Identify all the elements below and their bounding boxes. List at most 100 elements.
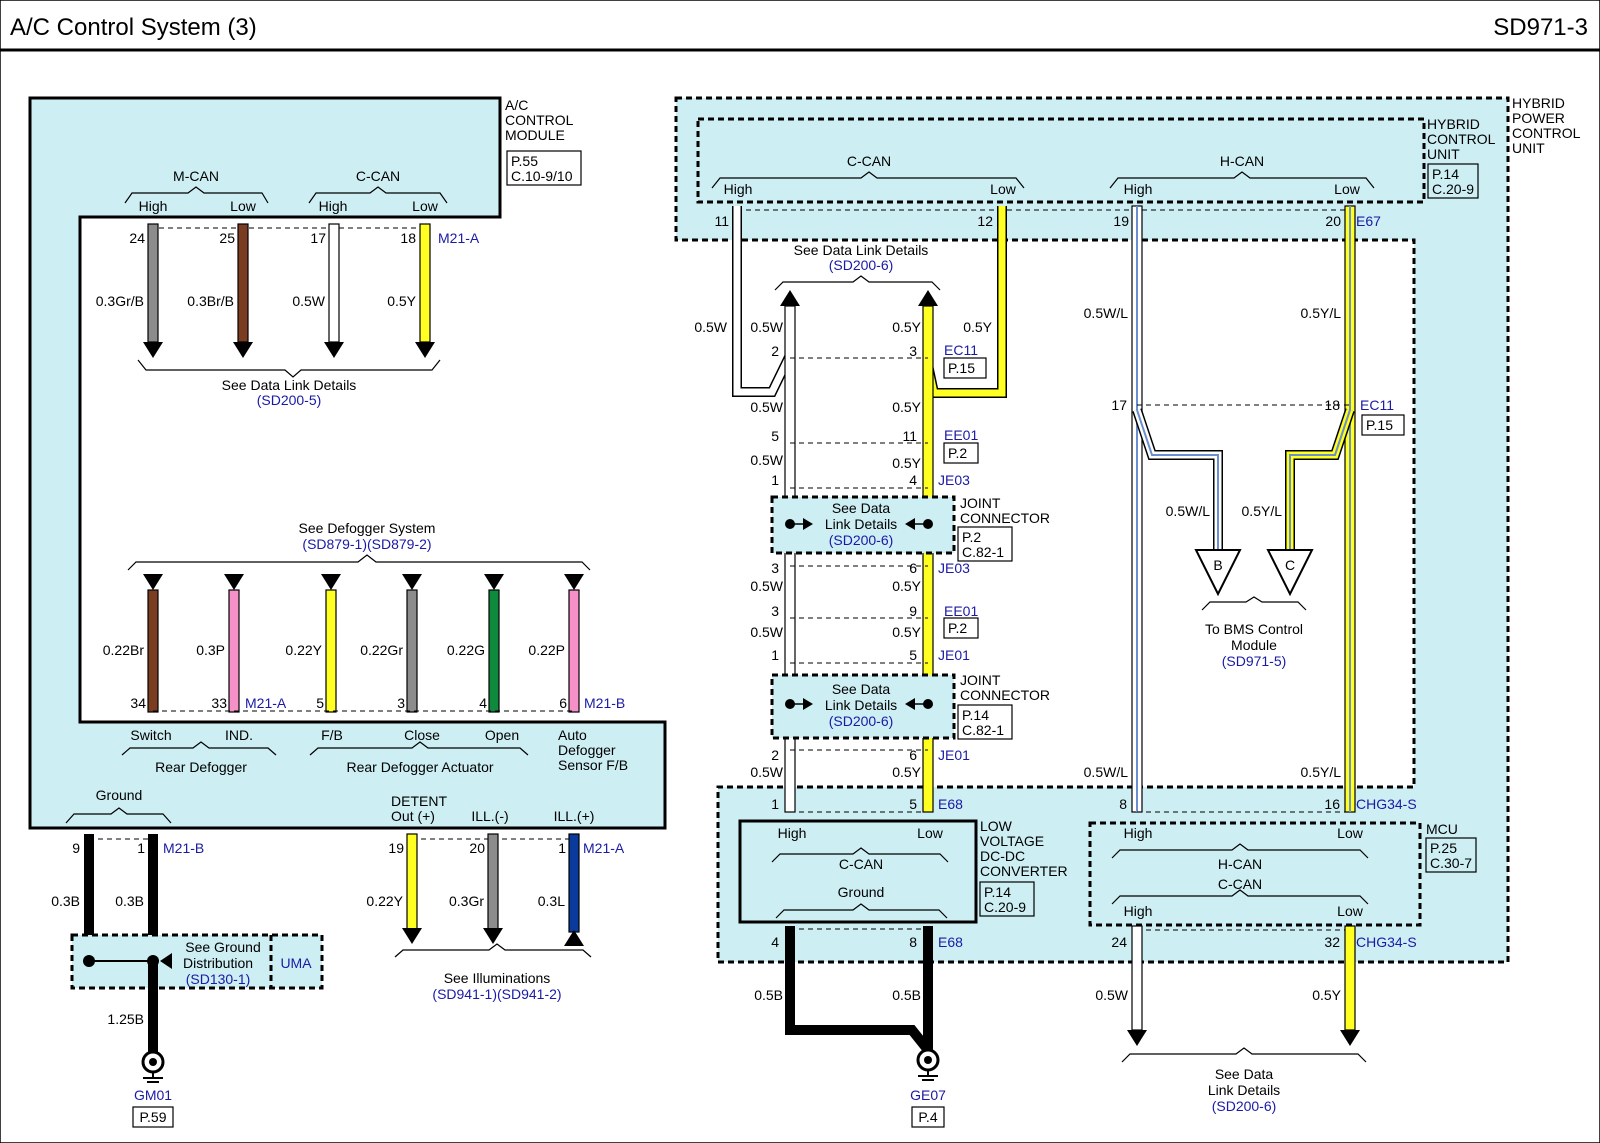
- pin-24-chg: 24: [1111, 934, 1127, 950]
- wire-label-05y-mcu: 0.5Y: [1312, 987, 1341, 1003]
- ground-gm01: GM01: [134, 1087, 172, 1103]
- pin-1-je03: 1: [771, 472, 779, 488]
- pin-20: 20: [469, 840, 485, 856]
- see-data-link-left-ref: (SD200-5): [257, 392, 322, 408]
- pin-6: 6: [559, 695, 567, 711]
- pin-5-je01: 5: [909, 647, 917, 663]
- wire-022g: [488, 589, 500, 713]
- see-ground-1: See Ground: [185, 939, 261, 955]
- ground-gm01-icon: [141, 1050, 165, 1083]
- mcu-hcan: H-CAN: [1218, 856, 1262, 872]
- wire-05w: [328, 223, 340, 343]
- wire-03l: [568, 833, 580, 933]
- see-data-link-right-2: Link Details: [1208, 1082, 1280, 1098]
- wire-label-05yl-1: 0.5Y/L: [1301, 305, 1342, 321]
- pin-3-je03: 3: [771, 560, 779, 576]
- pin-20-h: 20: [1325, 213, 1341, 229]
- wire-label-05w-mcu: 0.5W: [1095, 987, 1128, 1003]
- joint2-label-2: CONNECTOR: [960, 687, 1050, 703]
- mcu-ccan-high: High: [1124, 903, 1153, 919]
- joint-connector-2: [770, 673, 956, 740]
- ldc-3: DC-DC: [980, 848, 1025, 864]
- wire-label-03b-2: 0.3B: [115, 893, 144, 909]
- pin-2-ec11: 2: [771, 343, 779, 359]
- wire-022y-ill: [406, 833, 418, 933]
- ee01-ref: P.2: [948, 445, 967, 461]
- detent-1: DETENT: [391, 793, 447, 809]
- wire-05b-ldc: [785, 926, 933, 1054]
- joint2-see-data-2: Link Details: [825, 697, 897, 713]
- ccan-label: C-CAN: [356, 168, 400, 184]
- mid-y-4: 0.5Y: [892, 578, 921, 594]
- hcu-ref-page: P.14: [1432, 166, 1459, 182]
- ground-ge07-ref: P.4: [918, 1109, 937, 1125]
- pin-3: 3: [397, 695, 405, 711]
- pin-17: 17: [310, 230, 326, 246]
- connector-je01-bot: JE01: [938, 747, 970, 763]
- hcu-hcan-high: High: [1124, 181, 1153, 197]
- wire-label-05w: 0.5W: [292, 293, 325, 309]
- connector-je03-top: JE03: [938, 472, 970, 488]
- hcu-ccan-low: Low: [990, 181, 1017, 197]
- pin-5: 5: [316, 695, 324, 711]
- pin-24: 24: [129, 230, 145, 246]
- mid-y-1: 0.5Y: [892, 319, 921, 335]
- wire-label-022p: 0.22P: [528, 642, 565, 658]
- pin-1-e68: 1: [771, 796, 779, 812]
- connector-m21b-def: M21-B: [584, 695, 625, 711]
- joint1-label-2: CONNECTOR: [960, 510, 1050, 526]
- auto-defogger-2: Defogger: [558, 742, 616, 758]
- wire-label-022y: 0.22Y: [285, 642, 322, 658]
- wire-label-022y-ill: 0.22Y: [366, 893, 403, 909]
- see-defogger: See Defogger System: [299, 520, 436, 536]
- mcu-hcan-high: High: [1124, 825, 1153, 841]
- connector-ee01: EE01: [944, 427, 978, 443]
- ldc-ground: Ground: [838, 884, 885, 900]
- pin-9: 9: [72, 840, 80, 856]
- bms-c: C: [1285, 557, 1295, 573]
- connector-chg34s-bot: CHG34-S: [1356, 934, 1417, 950]
- connector-e67: E67: [1356, 213, 1381, 229]
- wire-label-03l: 0.3L: [538, 893, 565, 909]
- connector-m21a-ill: M21-A: [583, 840, 625, 856]
- wire-03gr: [487, 833, 499, 933]
- wire-label-05y-hcu: 0.5Y: [963, 319, 992, 335]
- bms-connector-c-icon: [1266, 549, 1314, 597]
- joint1-ref-conn: C.82-1: [962, 544, 1004, 560]
- pin-6-je03: 6: [909, 560, 917, 576]
- hcu-ccan: C-CAN: [847, 153, 891, 169]
- hpcu-4: UNIT: [1512, 140, 1545, 156]
- bms-connector-b-icon: [1194, 549, 1242, 597]
- connector-m21a-def: M21-A: [245, 695, 287, 711]
- connector-e68-top: E68: [938, 796, 963, 812]
- pin-1-gnd: 1: [137, 840, 145, 856]
- mcan-low: Low: [230, 198, 257, 214]
- wire-label-05yl-2: 0.5Y/L: [1301, 764, 1342, 780]
- mid-w-2: 0.5W: [750, 399, 783, 415]
- wire-label-05wl-bms: 0.5W/L: [1166, 503, 1211, 519]
- pin-1-ill: 1: [558, 840, 566, 856]
- connector-m21b-gnd: M21-B: [163, 840, 204, 856]
- hcu-2: CONTROL: [1427, 131, 1496, 147]
- hcu-3: UNIT: [1427, 146, 1460, 162]
- ec11-ref: P.15: [948, 360, 975, 376]
- joint1-ref-page: P.2: [962, 529, 981, 545]
- detent-2: Out (+): [391, 808, 435, 824]
- joint2-see-data-1: See Data: [832, 681, 891, 697]
- pin-8-e68: 8: [909, 934, 917, 950]
- auto-defogger-3: Sensor F/B: [558, 757, 628, 773]
- mid-w-1: 0.5W: [750, 319, 783, 335]
- ac-control-module: [28, 96, 667, 830]
- wire-03grb: [147, 223, 159, 343]
- wire-125b: [148, 961, 158, 1057]
- ccan-low: Low: [412, 198, 439, 214]
- wire-05y: [419, 223, 431, 343]
- joint1-see-data-2: Link Details: [825, 516, 897, 532]
- pin-17-ec11: 17: [1111, 397, 1127, 413]
- ec11-right-ref: P.15: [1366, 417, 1393, 433]
- connector-ec11-right: EC11: [1360, 397, 1394, 413]
- ac-module-name-3: MODULE: [505, 127, 565, 143]
- wire-022y: [325, 589, 337, 713]
- mid-y-5: 0.5Y: [892, 624, 921, 640]
